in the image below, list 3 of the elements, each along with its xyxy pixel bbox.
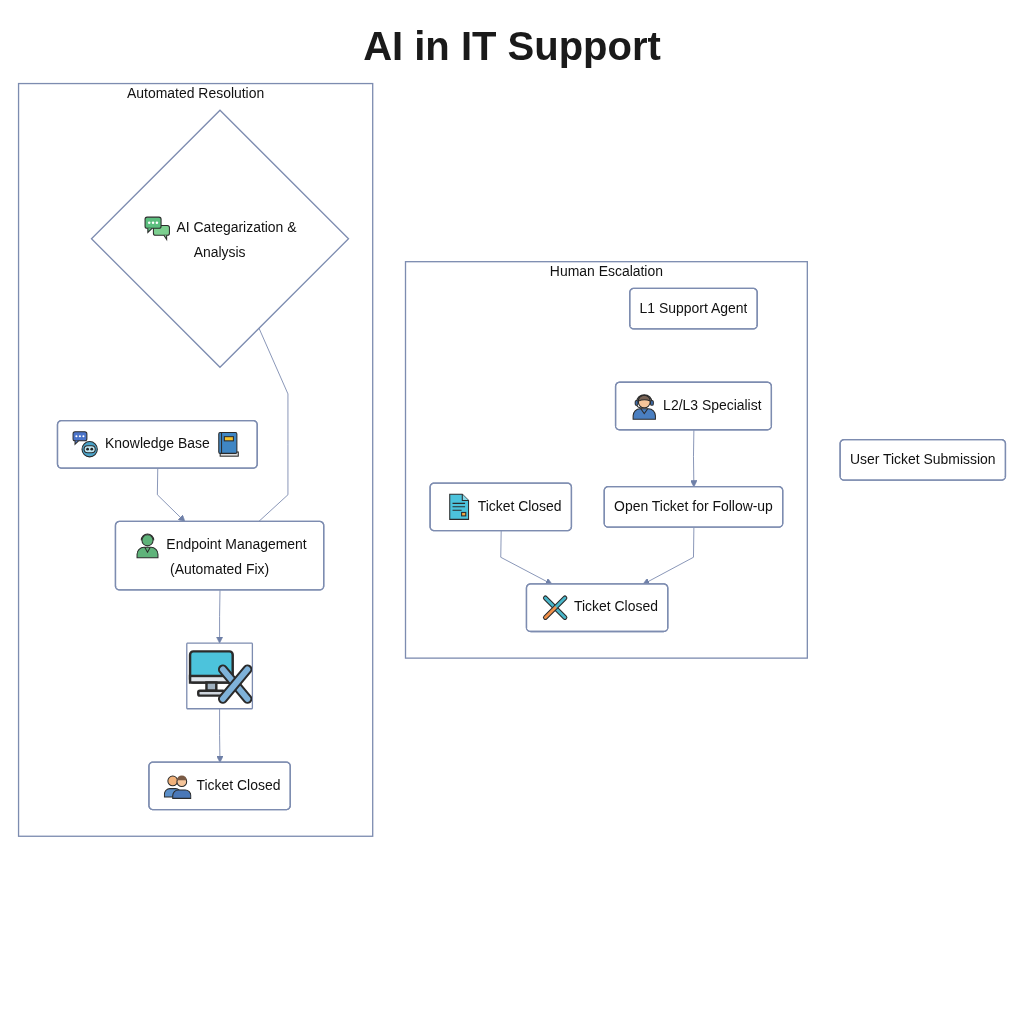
diagram-title: AI in IT Support	[363, 24, 661, 69]
connector	[258, 327, 289, 523]
node-diamond: AI Categarization & Analysis	[90, 109, 350, 369]
